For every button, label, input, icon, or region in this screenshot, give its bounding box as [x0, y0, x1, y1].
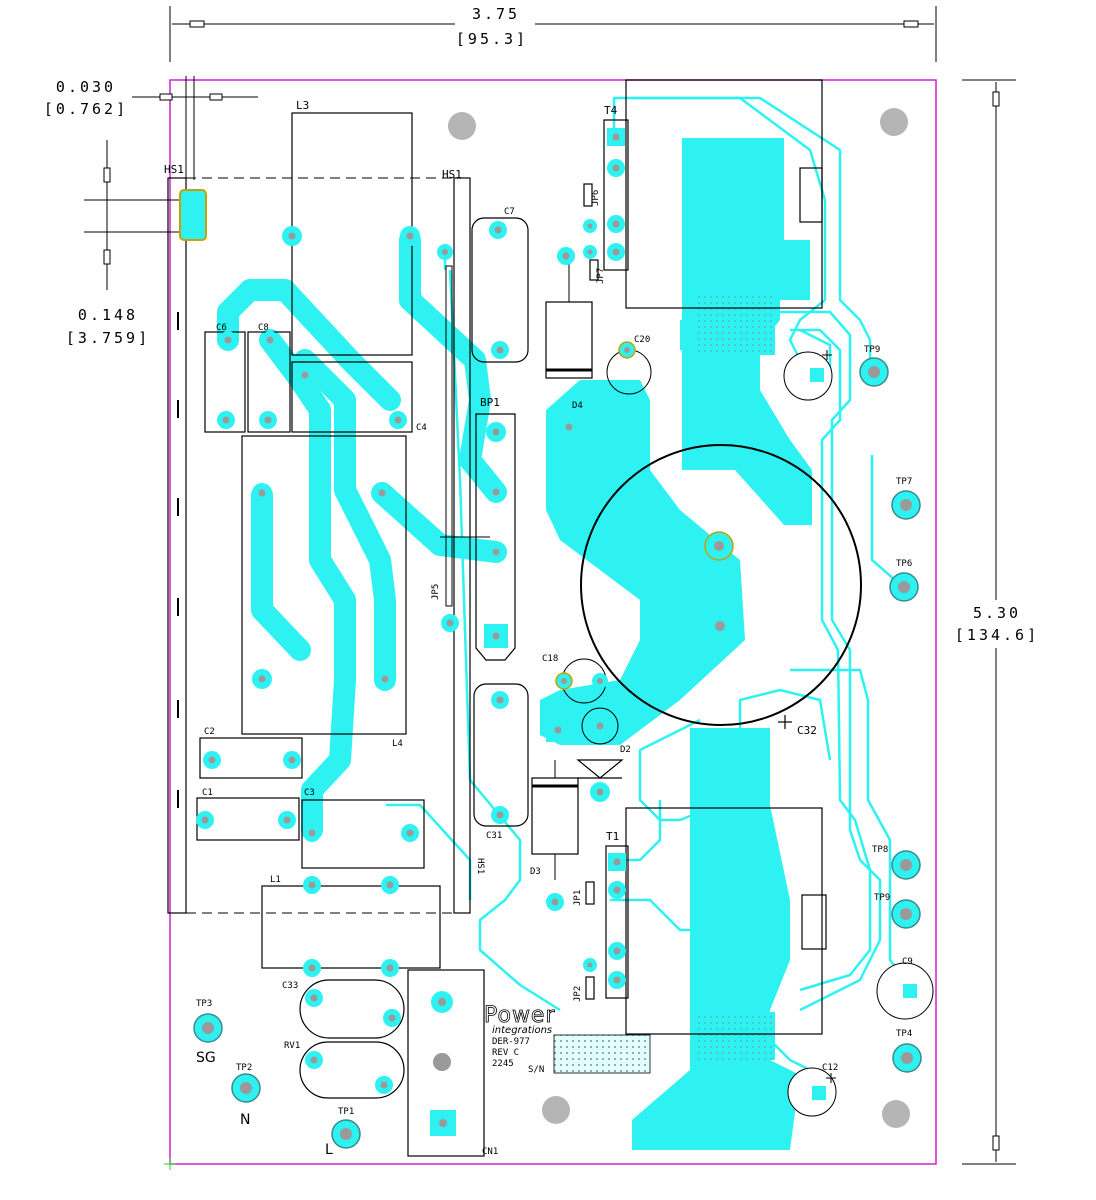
t4-label: T4	[604, 104, 618, 117]
serial-number-label: S/N	[528, 1065, 544, 1075]
tp6-label: TP6	[896, 559, 912, 569]
clearance-dimension: 0.030 [0.762]	[44, 76, 258, 180]
tp2-label: TP2	[236, 1063, 252, 1073]
hs1-left-label: HS1	[164, 163, 184, 176]
d2-label: D2	[620, 745, 631, 755]
signal-traces	[386, 96, 906, 1072]
jp-top2-label: JP7	[596, 268, 606, 284]
c7-label: C7	[504, 207, 515, 217]
brand-text: integrations	[492, 1025, 552, 1036]
l-terminal-label: L	[325, 1142, 333, 1158]
l1-label: L1	[270, 875, 281, 885]
copper-pour-bottom-right	[632, 728, 800, 1150]
tp7-label: TP7	[896, 477, 912, 487]
slot-dimension: 0.148 [3.759]	[66, 140, 180, 347]
cn1-label: CN1	[482, 1147, 498, 1157]
board-number: DER-977	[492, 1037, 530, 1047]
c2-label: C2	[204, 727, 215, 737]
board-silkscreen: Power integrations DER-977 REV C 2245 S/…	[484, 1003, 556, 1075]
clearance-inches: 0.030	[56, 78, 116, 96]
c4-label: C4	[416, 423, 427, 433]
c9-label: C9	[902, 957, 913, 967]
copper-pour-center	[540, 380, 745, 745]
c1-label: C1	[202, 788, 213, 798]
c33-label: C33	[282, 981, 298, 991]
pads	[193, 128, 922, 1149]
tp9-bottom-label: TP9	[874, 893, 890, 903]
d4-label: D4	[572, 401, 583, 411]
height-inches: 5.30	[973, 604, 1021, 622]
tp1-label: TP1	[338, 1107, 354, 1117]
d3-label: D3	[530, 867, 541, 877]
l4-label: L4	[392, 739, 403, 749]
thermal-hatch-top	[695, 295, 775, 355]
power-logo: Power	[484, 1003, 556, 1028]
thermal-hatch-bottom	[695, 1012, 775, 1060]
width-mm: [95.3]	[456, 30, 528, 48]
height-dimension: 5.30 [134.6]	[955, 79, 1040, 1165]
hs1-right-label: HS1	[442, 168, 462, 181]
tp4-label: TP4	[896, 1029, 912, 1039]
n-terminal-label: N	[240, 1112, 250, 1128]
c32-label: C32	[797, 724, 817, 737]
tp9-top-label: TP9	[864, 345, 880, 355]
tp3-label: TP3	[196, 999, 212, 1009]
slot-inches: 0.148	[78, 306, 138, 324]
c18-label: C18	[542, 654, 558, 664]
tp8-label: TP8	[872, 845, 888, 855]
slot-mm: [3.759]	[66, 329, 150, 347]
c8-label: C8	[258, 323, 269, 333]
width-dimension: 3.75 [95.3]	[169, 5, 937, 62]
t1-label: T1	[606, 830, 619, 843]
hs1-bottom-label: HS1	[475, 858, 485, 874]
board-edge	[169, 79, 937, 1165]
c31-label: C31	[486, 831, 502, 841]
c6-label: C6	[216, 323, 227, 333]
height-mm: [134.6]	[955, 626, 1039, 644]
c3-label: C3	[304, 788, 315, 798]
rv1-label: RV1	[284, 1041, 300, 1051]
board-revision: REV C	[492, 1048, 519, 1058]
sg-terminal-label: SG	[196, 1050, 216, 1066]
jp-top1-label: JP6	[591, 190, 601, 206]
c12-label: C12	[822, 1063, 838, 1073]
clearance-mm: [0.762]	[44, 100, 128, 118]
width-inches: 3.75	[472, 5, 520, 23]
jp5-label: JP5	[431, 584, 441, 600]
jp-bot2-label: JP2	[573, 986, 583, 1002]
l3-label: L3	[296, 99, 309, 112]
heatsink-hs1	[167, 177, 490, 914]
board-date-code: 2245	[492, 1059, 514, 1069]
serial-number-box	[553, 1034, 651, 1074]
jp-bot1-label: JP1	[573, 890, 583, 906]
mounting-holes	[448, 108, 910, 1128]
c20-label: C20	[634, 335, 650, 345]
bp1-label: BP1	[480, 396, 500, 409]
power-traces	[217, 229, 507, 841]
